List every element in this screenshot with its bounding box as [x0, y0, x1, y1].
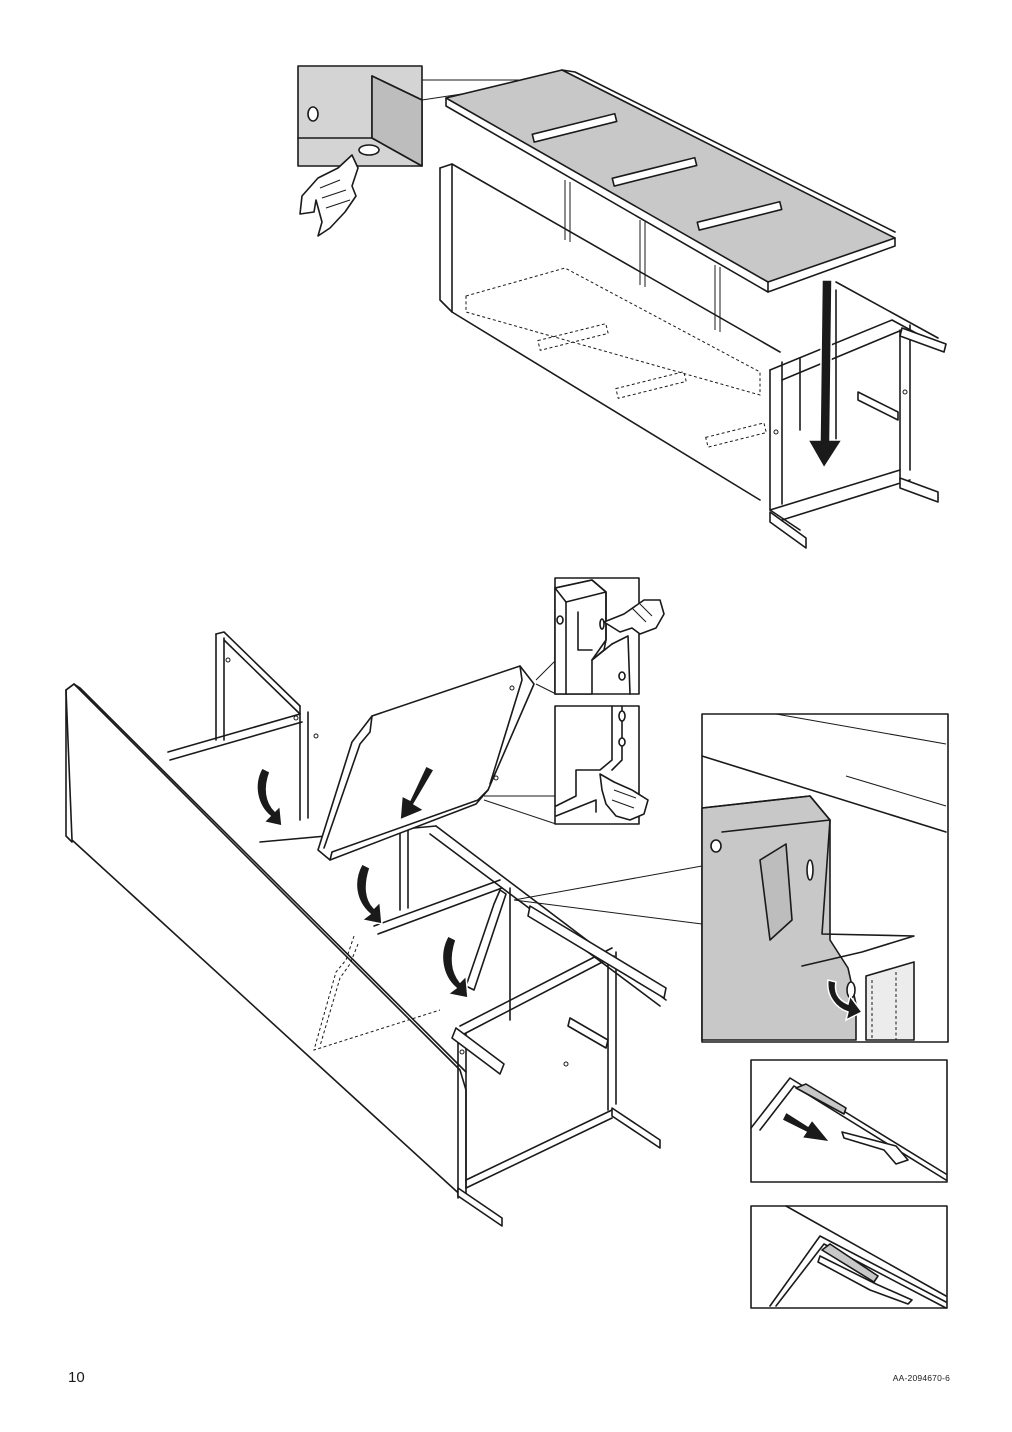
detail-inset-hole — [297, 65, 556, 167]
angled-brace — [465, 889, 507, 991]
pointing-hand-icon — [299, 154, 359, 237]
pointing-hand-icon — [603, 599, 665, 635]
bench-frame-left — [167, 631, 319, 821]
bench-back-panel — [439, 163, 781, 501]
pointing-hand-icon — [599, 773, 649, 821]
shelf-panel-inserted — [317, 665, 535, 861]
down-arrow-icon — [399, 764, 436, 822]
callout-leader — [535, 659, 557, 695]
callout-leader — [483, 795, 557, 825]
bottom-step — [65, 577, 949, 1309]
document-code: AA-2094670-6 — [892, 1373, 950, 1383]
detail-inset-slide — [750, 1059, 948, 1183]
slide-arrow-icon — [780, 1110, 832, 1144]
detail-inset-bracket-top — [554, 577, 640, 695]
bench-frame-right — [451, 887, 667, 1227]
detail-inset-locked — [750, 1205, 948, 1309]
curved-arrow-icon — [256, 767, 469, 999]
top-step — [297, 65, 947, 549]
down-arrow-icon — [806, 279, 844, 470]
page-number: 10 — [68, 1369, 85, 1386]
bench-frame-end — [769, 281, 947, 549]
callout-leader — [513, 865, 703, 925]
detail-inset-hook — [701, 713, 949, 1043]
top-shelf-panel — [445, 69, 896, 293]
